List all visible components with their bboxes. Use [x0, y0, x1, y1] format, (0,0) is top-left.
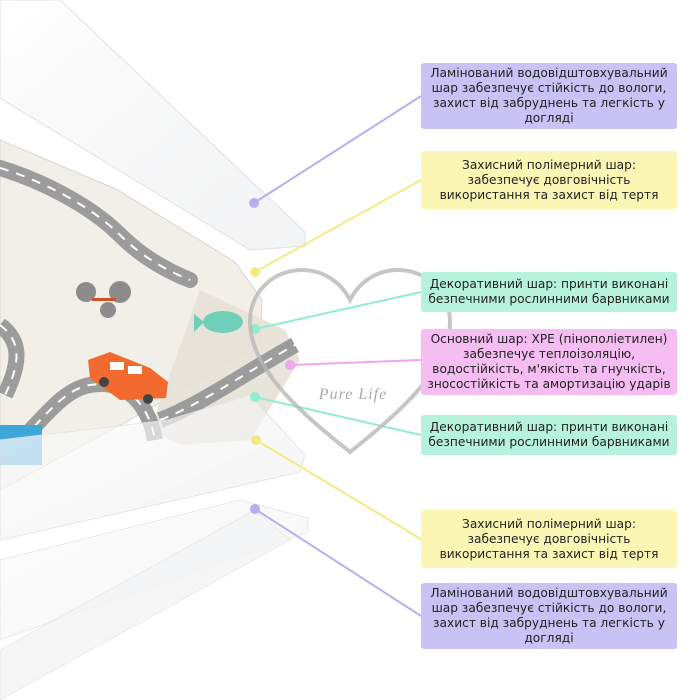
bottom-laminate-sheet: [0, 509, 291, 700]
callout-box: Захисний полімерний шар: забезпечує довг…: [421, 510, 677, 568]
callout-box: Ламінований водовідштовхувальний шар заб…: [421, 63, 677, 129]
connector-line: [253, 95, 422, 204]
top-laminate-sheet: [0, 0, 306, 251]
connector-lines: [249, 95, 422, 617]
car-icon: [88, 352, 168, 404]
connector-line: [289, 359, 422, 366]
connector-line: [254, 508, 422, 617]
fish-icon: [194, 311, 243, 333]
connector-dot: [250, 267, 260, 277]
connector-line: [254, 179, 422, 273]
connector-dot: [285, 360, 295, 370]
lower-sheet-1: [0, 394, 306, 541]
callout-box: Захисний полімерний шар: забезпечує довг…: [421, 151, 677, 209]
connector-dot: [250, 504, 260, 514]
callout-box: Декоративний шар: принти виконані безпеч…: [421, 415, 677, 455]
connector-dot: [250, 392, 260, 402]
watermark-text: Pure Life: [318, 386, 388, 403]
connector-line: [255, 439, 422, 540]
connector-dot: [249, 198, 259, 208]
callout-box: Ламінований водовідштовхувальний шар заб…: [421, 583, 677, 649]
callout-box: Основний шар: XPE (пінополіетилен) забез…: [421, 329, 677, 395]
callout-box: Декоративний шар: принти виконані безпеч…: [421, 272, 677, 312]
tree-icon: [76, 281, 131, 318]
connector-line: [254, 396, 422, 436]
connector-dot: [251, 435, 261, 445]
connector-line: [254, 291, 422, 330]
